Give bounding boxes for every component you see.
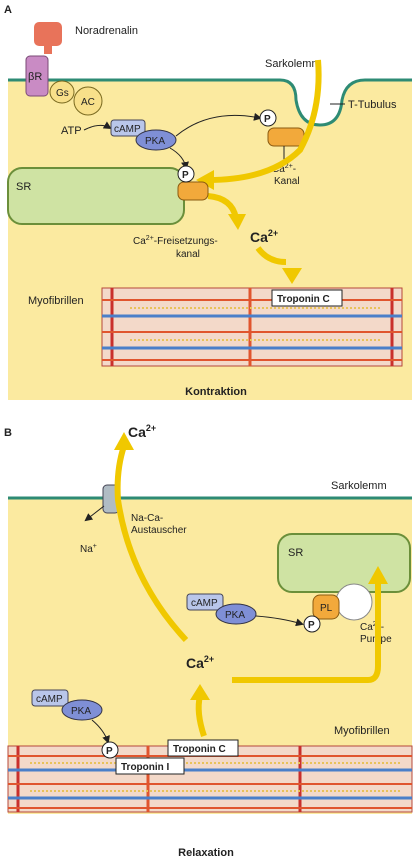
pka-label-a: PKA	[145, 136, 165, 147]
sarkolemm-label-b: Sarkolemm	[331, 480, 387, 492]
na-out-arrow	[84, 505, 105, 522]
pka-label-b2: PKA	[71, 706, 91, 717]
ca-top-b: Ca2+	[128, 423, 156, 440]
phospho-p2-label-a: P	[182, 170, 189, 181]
na-label: Na+	[80, 543, 97, 555]
ca-reuptake-arrow	[232, 580, 381, 683]
atp-label: ATP	[61, 125, 82, 137]
freisetz-label-1: Ca2+-Freisetzungs-	[133, 235, 218, 247]
freisetzungskanal	[177, 181, 209, 201]
pka-to-troponin-i-arrow	[91, 719, 110, 744]
t-tubulus-label: T-Tubulus	[348, 99, 397, 111]
ca-mid-b: Ca2+	[186, 654, 214, 671]
phospholamban	[312, 594, 340, 620]
atp-arrow	[83, 121, 112, 131]
panel-a-letter: A	[4, 4, 12, 16]
ca-from-troponin-arrowhead	[190, 684, 210, 700]
ca-to-troponin-arrowhead	[282, 268, 302, 284]
pka-to-channel-arrow	[175, 112, 262, 137]
troponin-i-label: Troponin I	[121, 762, 170, 773]
troponin-c-label-b: Troponin C	[173, 744, 226, 755]
phospho-p1-a	[259, 109, 277, 127]
relaxation-title: Relaxation	[178, 847, 234, 859]
ca-ion-a: Ca2+	[250, 228, 278, 245]
gs-protein	[49, 80, 75, 104]
myofibrillen-label-a: Myofibrillen	[28, 295, 84, 307]
ca-kanal-label-1: Ca2+-	[272, 163, 296, 175]
pka-b1	[215, 603, 257, 625]
camp-label-b2: cAMP	[36, 694, 63, 705]
phospho-p2-b	[101, 741, 119, 759]
beta-receptor-label: βR	[28, 71, 42, 83]
myofibrils-a	[101, 287, 403, 367]
freisetz-label-2: kanal	[176, 249, 200, 260]
kontraktion-title: Kontraktion	[185, 386, 247, 398]
panel-b-letter: B	[4, 427, 12, 439]
camp-label-b1: cAMP	[191, 598, 218, 609]
exchanger-label-1: Na-Ca-	[131, 513, 163, 524]
troponin-i-box	[115, 757, 185, 775]
sr-label-a: SR	[16, 181, 31, 193]
camp-box-b2	[31, 689, 69, 707]
troponin-c-box-b	[167, 739, 239, 757]
exchanger-label-2: Austauscher	[131, 525, 187, 536]
camp-box-a	[110, 119, 146, 137]
pka-b2	[61, 699, 103, 721]
sarcolemma-a	[8, 78, 412, 127]
ca-efflux-arrow	[114, 445, 189, 643]
noradrenalin-stem	[44, 40, 52, 54]
camp-label-a: cAMP	[114, 124, 141, 135]
ca-efflux-arrowhead	[114, 432, 134, 450]
ca-influx-arrowhead	[196, 170, 214, 190]
pka-a	[135, 129, 177, 151]
pka-label-b1: PKA	[225, 610, 245, 621]
pl-label: PL	[320, 603, 333, 614]
myofibrillen-label-b: Myofibrillen	[334, 725, 390, 737]
noradrenalin-label: Noradrenalin	[75, 25, 138, 37]
ca-kanal-label-2: Kanal	[274, 176, 300, 187]
phospho-p2-a	[177, 165, 195, 183]
sr-a	[7, 167, 185, 225]
noradrenalin-shape	[34, 22, 62, 46]
ca-kanal	[267, 127, 305, 147]
ca-reuptake-arrowhead	[368, 566, 388, 584]
gs-label: Gs	[56, 88, 69, 99]
sarkolemm-label-a: Sarkolemm	[265, 58, 321, 70]
phospho-p1-label-b: P	[308, 620, 315, 631]
ca-influx-arrow	[207, 59, 322, 183]
phospho-p2-label-b: P	[106, 746, 113, 757]
sr-label-b: SR	[288, 547, 303, 559]
ac-enzyme	[73, 86, 103, 116]
ca-release-arrowhead	[228, 214, 246, 230]
troponin-c-label-a: Troponin C	[277, 294, 330, 305]
myofibrils-b	[7, 745, 413, 813]
phospho-p1-b	[303, 615, 321, 633]
ca-to-troponin-arrow	[255, 246, 287, 265]
beta-receptor	[25, 55, 49, 97]
troponin-c-box-a	[271, 289, 343, 307]
ac-label: AC	[81, 97, 95, 108]
sr-b	[277, 533, 411, 593]
camp-box-b1	[186, 593, 224, 611]
pka-to-pl-arrow	[255, 615, 304, 627]
phospho-p1-label-a: P	[264, 114, 271, 125]
ca-pumpe	[335, 583, 373, 621]
